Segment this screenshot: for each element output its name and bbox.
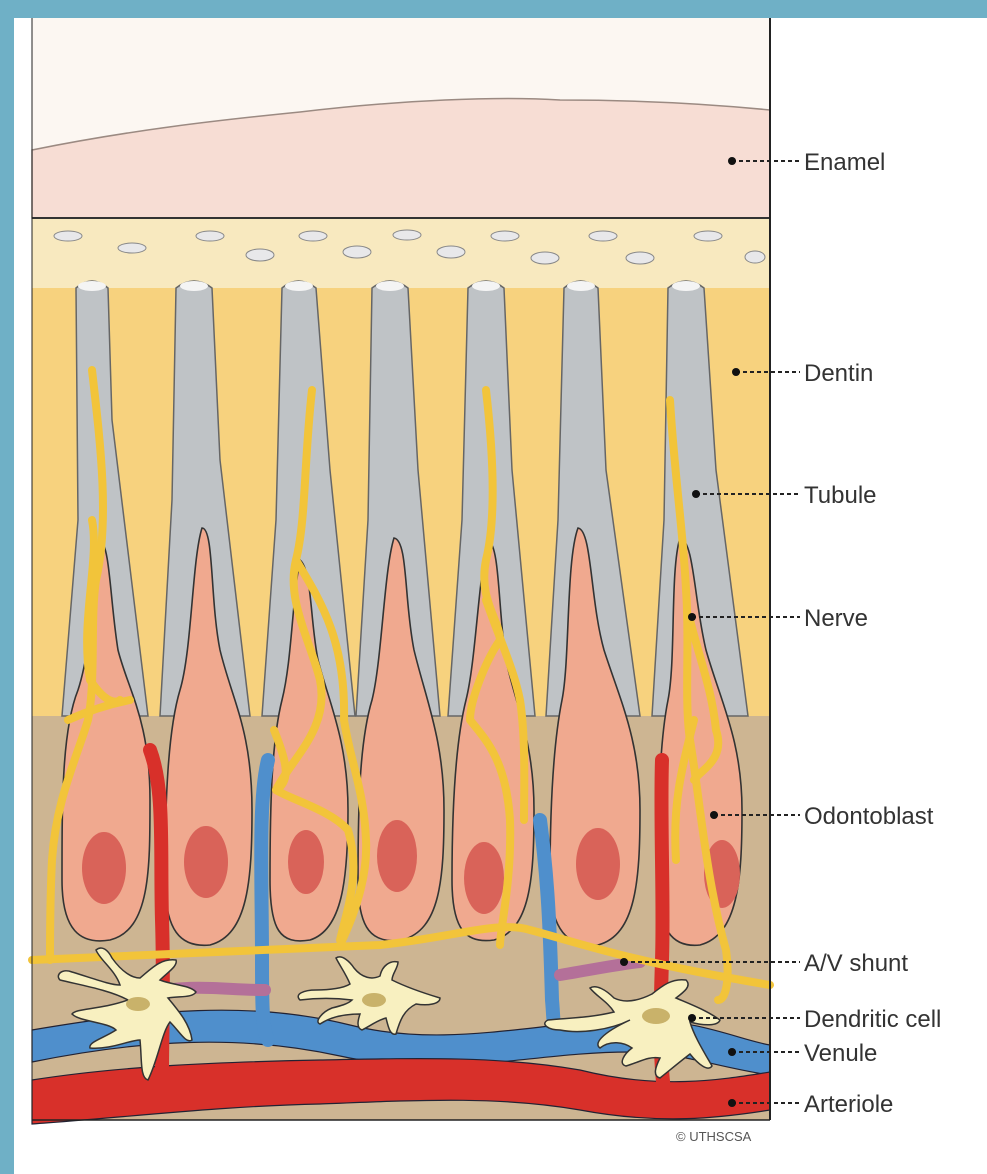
labels: Enamel Dentin Tubule Nerve Odontoblast A…: [804, 149, 941, 1118]
label-venule: Venule: [804, 1040, 877, 1067]
copyright-credit: © UTHSCSA: [676, 1129, 752, 1144]
label-enamel: Enamel: [804, 149, 885, 176]
enamel-layer: [32, 18, 770, 218]
label-tubule: Tubule: [804, 482, 877, 509]
predentin-layer: [32, 218, 770, 288]
label-dendritic-cell: Dendritic cell: [804, 1006, 941, 1033]
label-dentin: Dentin: [804, 360, 873, 387]
label-nerve: Nerve: [804, 605, 868, 632]
label-av-shunt: A/V shunt: [804, 950, 908, 977]
label-arteriole: Arteriole: [804, 1091, 893, 1118]
label-odontoblast: Odontoblast: [804, 803, 934, 830]
